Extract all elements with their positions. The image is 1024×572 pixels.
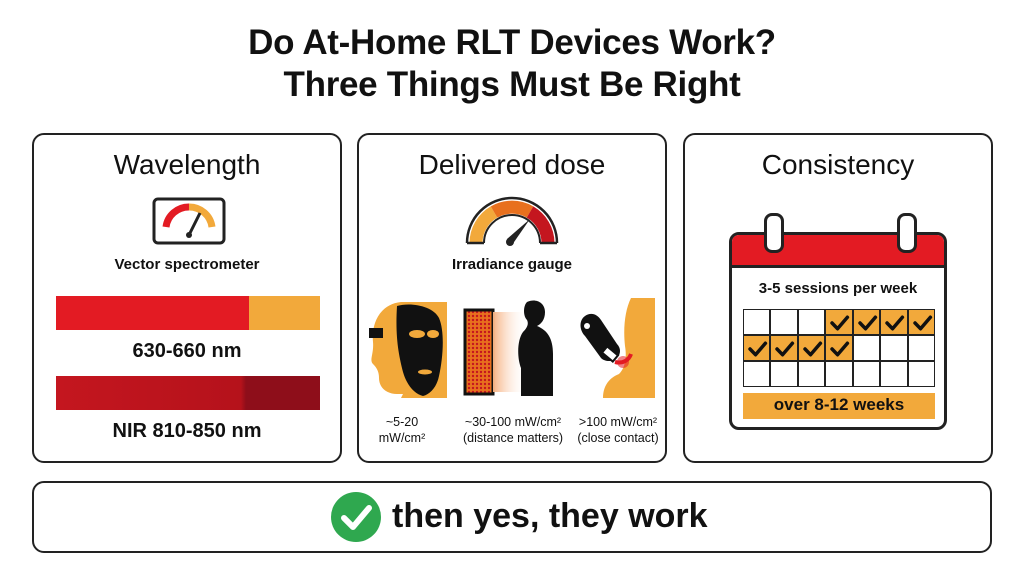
red-band-label: 630-660 nm [132,340,242,362]
calendar-cell-checked [907,309,935,335]
duration-label: over 8-12 weeks [773,395,905,414]
check-icon [830,315,850,331]
calendar-ring-right [897,213,917,253]
face-mask-icon [369,302,447,398]
calendar-cell [770,309,798,335]
dose-item-3-note: (close contact) [577,431,659,445]
check-icon [912,315,932,331]
calendar-cell [770,361,798,387]
calendar-cell-checked [825,335,853,361]
dose-item-1-unit: mW/cm² [378,431,426,445]
calendar-icon: 3-5 sessions per week over 8-12 weeks [729,232,947,430]
consistency-heading: Consistency [761,149,915,180]
calendar-ring-left [764,213,784,253]
spectrometer-label: Vector spectrometer [114,256,260,273]
irradiance-gauge-label: Irradiance gauge [451,256,573,273]
wavelength-card: Wavelength Vector spectrometer 630-660 n… [32,133,342,463]
calendar-cell-checked [743,335,771,361]
panel-person-icon [463,300,553,396]
red-band-bar-red [56,296,249,330]
conclusion-text: then yes, they work [392,497,708,535]
check-icon [775,341,795,357]
check-icon [885,315,905,331]
handheld-device-icon [580,298,655,398]
calendar-cell [880,335,908,361]
dose-item-3-value: >100 mW/cm² [578,415,658,429]
calendar-cell [852,335,881,361]
page-title: Do At-Home RLT Devices Work? Three Thing… [0,22,1024,106]
calendar-cell-checked [852,309,881,335]
irradiance-gauge-icon [465,196,559,246]
dose-item-1-value: ~5-20 [385,415,419,429]
check-icon [830,341,850,357]
dose-item-2-value: ~30-100 mW/cm² [464,415,562,429]
consistency-card: Consistency 3-5 sessions per week over 8… [683,133,993,463]
calendar-cell [797,309,826,335]
calendar-cell [797,361,826,387]
calendar-cell [907,361,935,387]
dose-item-2-note: (distance matters) [462,431,564,445]
calendar-cell [743,309,771,335]
calendar-cell [743,361,771,387]
calendar-cell-checked [770,335,798,361]
calendar-cell-checked [880,309,908,335]
sessions-label: 3-5 sessions per week [758,280,918,297]
spectrometer-gauge-icon [152,197,226,245]
delivered-dose-card: Delivered dose Irradiance gauge [357,133,667,463]
check-icon [748,341,768,357]
wavelength-heading: Wavelength [113,149,261,180]
calendar-grid [743,309,935,387]
calendar-cell [852,361,881,387]
nir-band-label: NIR 810-850 nm [112,420,262,442]
nir-band-bar [56,376,320,410]
calendar-cell [907,335,935,361]
calendar-cell-checked [825,309,853,335]
title-line-1: Do At-Home RLT Devices Work? [248,23,776,62]
dose-heading: Delivered dose [418,149,606,180]
check-circle-icon [331,492,381,542]
title-line-2: Three Things Must Be Right [283,65,741,104]
calendar-cell [880,361,908,387]
calendar-cell-checked [797,335,826,361]
conclusion-box: then yes, they work [32,481,992,553]
red-band-bar-amber [249,296,320,330]
check-icon [803,341,822,357]
check-icon [857,315,877,331]
duration-banner [743,393,935,419]
calendar-cell [825,361,853,387]
